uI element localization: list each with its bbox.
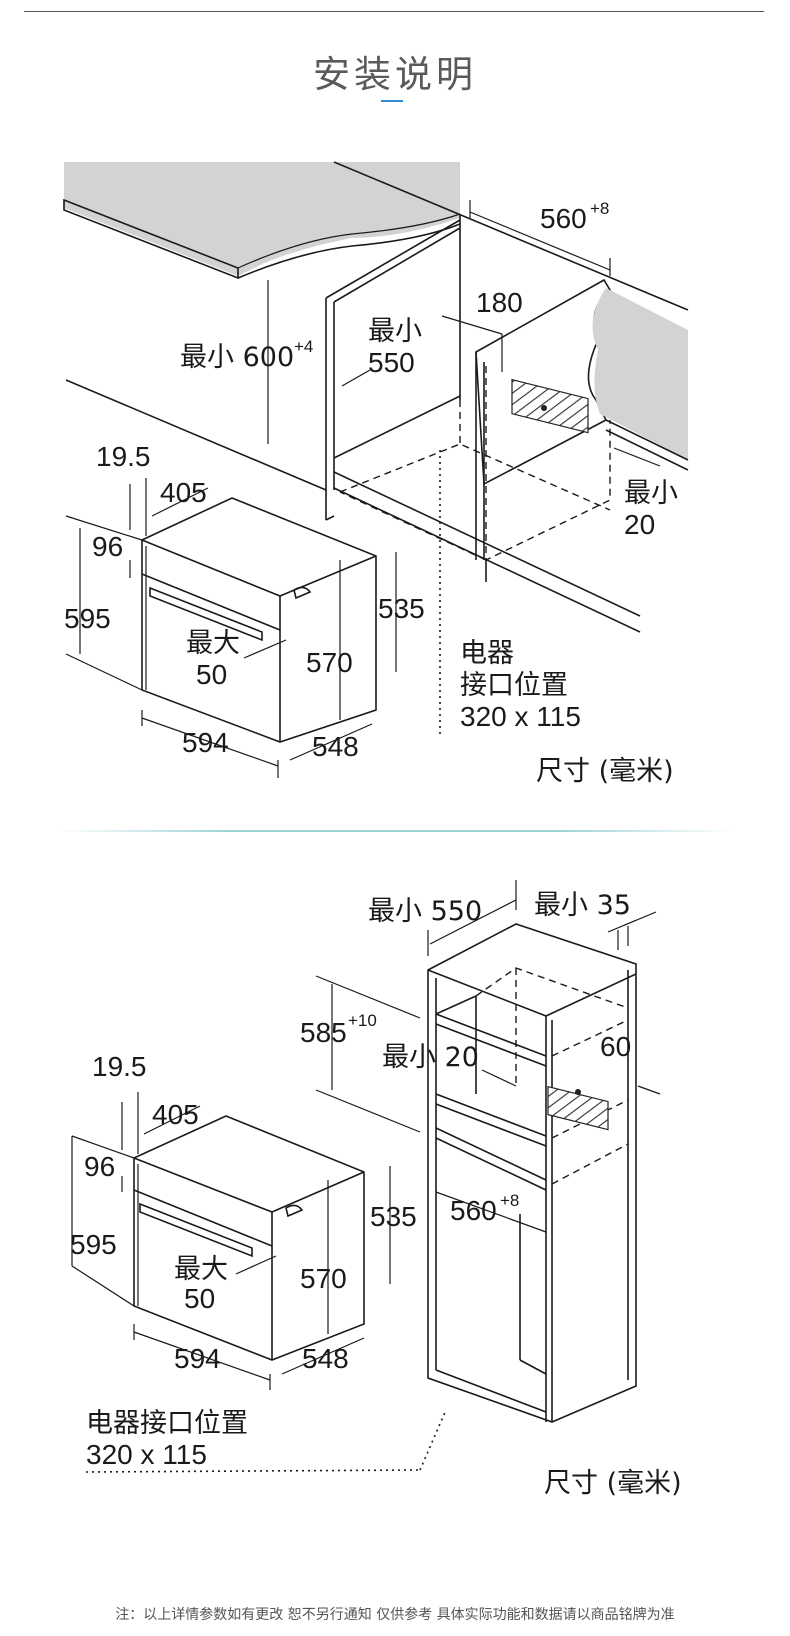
label-595: 595 <box>64 603 111 634</box>
page-title: 安装说明 <box>313 53 477 96</box>
label-depth-405: 405 <box>152 1099 199 1130</box>
oven-unit-2 <box>133 1115 365 1361</box>
label-96: 96 <box>92 531 123 562</box>
socket-label-line2: 接口位置 <box>460 670 568 701</box>
label-depth-405: 405 <box>160 477 207 508</box>
countertop <box>63 162 461 280</box>
dimension-lines <box>65 200 661 778</box>
socket-hatched-area <box>511 378 589 434</box>
label-535: 535 <box>378 593 425 624</box>
label-offset-19-5: 19.5 <box>92 1051 147 1082</box>
label-548: 548 <box>312 731 359 762</box>
label-width-tolerance: +8 <box>500 1191 519 1210</box>
label-max: 最大 <box>174 1254 228 1285</box>
label-height-585: 585 <box>300 1017 347 1048</box>
label-594: 594 <box>182 727 229 758</box>
socket-label-line3: 320 x 115 <box>460 701 581 732</box>
label-min-height-tolerance: +4 <box>294 337 313 356</box>
cabinet-frame <box>65 161 689 633</box>
label-max: 最大 <box>186 628 240 659</box>
footnote: 注：以上详情参数如有更改 恕不另行通知 仅供参考 具体实际功能和数据请以商品铭牌… <box>115 1607 675 1623</box>
label-clearance-180: 180 <box>476 287 523 318</box>
tall-cabinet <box>427 923 637 1423</box>
label-535: 535 <box>370 1201 417 1232</box>
label-width-tolerance: +8 <box>590 199 609 218</box>
units-label-2: 尺寸 (毫米) <box>544 1468 682 1499</box>
socket-label-line2: 320 x 115 <box>86 1439 207 1470</box>
label-min-gap-value: 20 <box>624 509 655 540</box>
section-divider <box>56 830 734 832</box>
niche-dashed-outline <box>85 967 629 1473</box>
label-width-560: 560 <box>450 1195 497 1226</box>
socket-label-line1: 电器接口位置 <box>86 1408 248 1439</box>
label-594: 594 <box>174 1343 221 1374</box>
installation-diagram-top: 560 +8 180 最小 550 最小 600 +4 19.5 405 96 … <box>63 161 689 787</box>
label-60: 60 <box>600 1031 631 1062</box>
label-max-value: 50 <box>196 659 227 690</box>
label-width-560: 560 <box>540 203 587 234</box>
units-label: 尺寸 (毫米) <box>536 756 674 787</box>
label-offset-19-5: 19.5 <box>96 441 151 472</box>
label-min-depth: 最小 <box>368 316 422 347</box>
label-570: 570 <box>300 1263 347 1294</box>
label-min-gap-35: 最小 35 <box>534 890 631 921</box>
label-min-gap: 最小 <box>624 478 678 509</box>
label-96: 96 <box>84 1151 115 1182</box>
label-595: 595 <box>70 1229 117 1260</box>
label-min-depth-value: 550 <box>368 347 415 378</box>
label-548: 548 <box>302 1343 349 1374</box>
title-underline <box>381 100 403 102</box>
installation-diagram-bottom: 最小 550 最小 35 585 +10 最小 20 60 19.5 405 9… <box>70 880 682 1499</box>
dimension-lines-2 <box>71 880 661 1390</box>
label-min-depth-550: 最小 550 <box>368 896 482 927</box>
label-max-value: 50 <box>184 1283 215 1314</box>
oven-unit <box>141 497 377 743</box>
socket-label-line1: 电器 <box>460 638 514 669</box>
label-570: 570 <box>306 647 353 678</box>
label-min-20: 最小 20 <box>382 1042 479 1073</box>
label-min-height: 最小 600 <box>180 342 294 373</box>
top-rule <box>24 11 764 12</box>
cavity-dashed-outline <box>339 366 611 738</box>
label-height-tolerance: +10 <box>348 1011 377 1030</box>
